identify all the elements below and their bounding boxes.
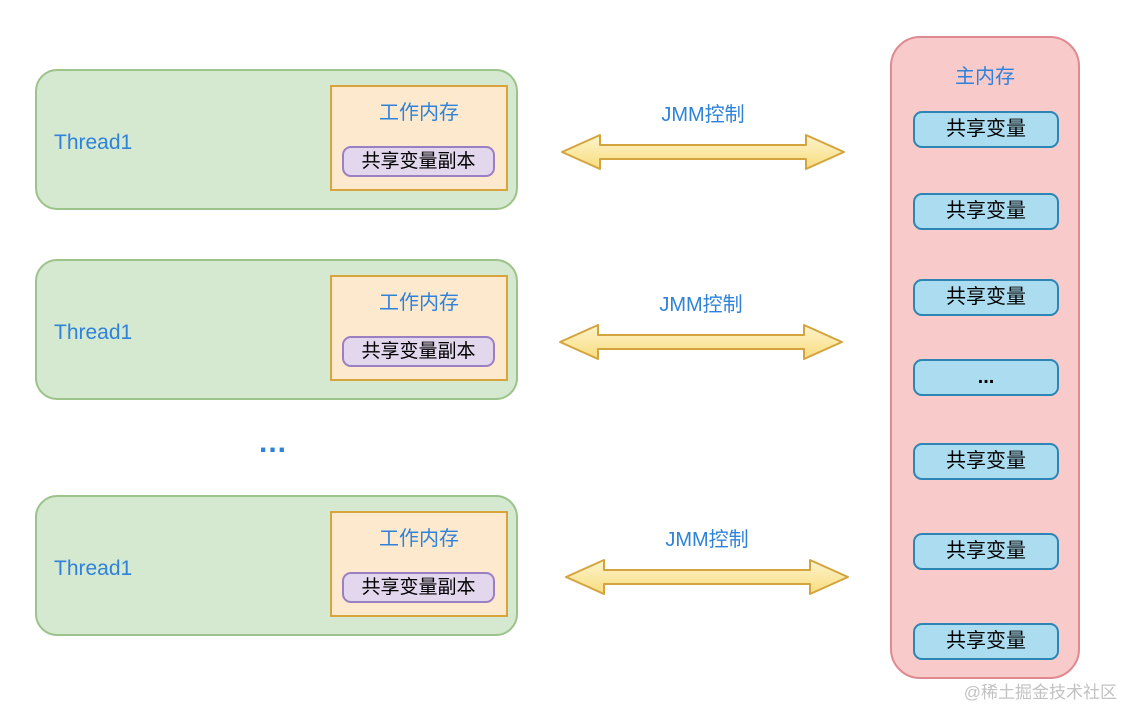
thread-box-2: Thread1 工作内存 共享变量副本 <box>35 259 518 400</box>
thread-label: Thread1 <box>54 557 133 580</box>
working-memory-title: 工作内存 <box>379 528 459 550</box>
working-memory-box: 工作内存 共享变量副本 <box>330 275 508 381</box>
thread-label: Thread1 <box>54 131 133 154</box>
shared-variable-copy: 共享变量副本 <box>342 336 495 367</box>
jmm-control-label: JMM控制 <box>659 294 743 316</box>
working-memory-box: 工作内存 共享变量副本 <box>330 511 508 617</box>
thread-box-1: Thread1 工作内存 共享变量副本 <box>35 69 518 210</box>
shared-variable: 共享变量 <box>913 443 1059 480</box>
shared-variable: 共享变量 <box>913 193 1059 230</box>
main-memory-title: 主内存 <box>955 66 1015 88</box>
main-memory-box: 主内存 共享变量 共享变量 共享变量 ... 共享变量 共享变量 共享变量 <box>890 36 1080 679</box>
double-arrow-icon <box>559 324 843 360</box>
double-arrow-icon <box>561 134 845 170</box>
double-arrow-icon <box>565 559 849 595</box>
thread-label: Thread1 <box>54 321 133 344</box>
shared-variable-copy: 共享变量副本 <box>342 146 495 177</box>
working-memory-title: 工作内存 <box>379 102 459 124</box>
jmm-arrow-group-3: JMM控制 <box>564 523 850 596</box>
thread-box-3: Thread1 工作内存 共享变量副本 <box>35 495 518 636</box>
shared-variable: 共享变量 <box>913 533 1059 570</box>
working-memory-box: 工作内存 共享变量副本 <box>330 85 508 191</box>
jmm-control-label: JMM控制 <box>665 529 749 551</box>
jmm-arrow-group-2: JMM控制 <box>558 288 844 361</box>
jmm-arrow-group-1: JMM控制 <box>560 98 846 171</box>
working-memory-title: 工作内存 <box>379 292 459 314</box>
shared-variable: 共享变量 <box>913 279 1059 316</box>
threads-ellipsis: ... <box>258 426 287 459</box>
shared-variable: 共享变量 <box>913 111 1059 148</box>
jmm-control-label: JMM控制 <box>661 104 745 126</box>
shared-variable: 共享变量 <box>913 623 1059 660</box>
shared-variable-ellipsis: ... <box>913 359 1059 396</box>
watermark: @稀土掘金技术社区 <box>963 683 1117 702</box>
shared-variable-copy: 共享变量副本 <box>342 572 495 603</box>
